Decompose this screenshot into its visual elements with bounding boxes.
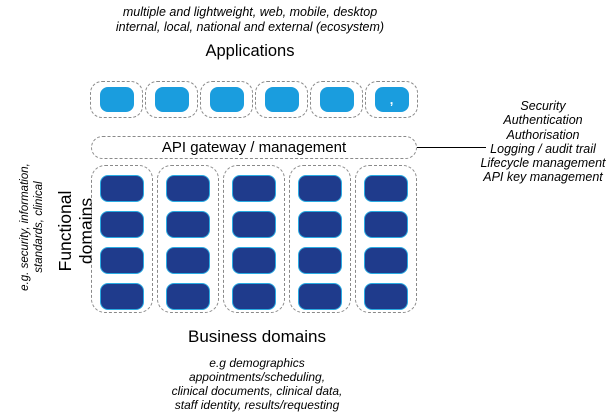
applications-note: multiple and lightweight, web, mobile, d… bbox=[0, 5, 500, 35]
application-box bbox=[209, 87, 244, 112]
application-box bbox=[99, 87, 134, 112]
application-box-more: , bbox=[374, 87, 409, 112]
business-domain-box bbox=[364, 211, 408, 238]
functional-domain-column bbox=[223, 165, 285, 313]
application-box bbox=[319, 87, 354, 112]
application-slot bbox=[90, 81, 143, 118]
business-domains-example: clinical documents, clinical data, bbox=[171, 384, 343, 398]
api-gateway-box: API gateway / management bbox=[91, 136, 417, 159]
business-domain-box bbox=[298, 283, 342, 310]
gateway-features-list: Security Authentication Authorisation Lo… bbox=[455, 99, 611, 185]
business-domain-box bbox=[298, 247, 342, 274]
business-domain-box bbox=[232, 247, 276, 274]
gateway-feature: Lifecycle management bbox=[480, 156, 606, 171]
business-domain-box bbox=[232, 283, 276, 310]
application-slot bbox=[145, 81, 198, 118]
gateway-feature: Logging / audit trail bbox=[490, 141, 596, 156]
gateway-feature: Authentication bbox=[503, 113, 583, 128]
gateway-callout-line bbox=[417, 147, 486, 148]
functional-domains-examples-line2: standards, clinical bbox=[33, 181, 45, 273]
functional-domain-column bbox=[355, 165, 417, 313]
functional-domains-label: Functional domains bbox=[55, 190, 96, 272]
functional-domains-examples: e.g. security, information, standards, c… bbox=[18, 162, 48, 292]
api-gateway-label: API gateway / management bbox=[161, 139, 347, 156]
gateway-feature: Security bbox=[520, 99, 566, 113]
functional-domain-column bbox=[157, 165, 219, 313]
business-domain-box bbox=[364, 247, 408, 274]
business-domains-example: e.g demographics bbox=[209, 356, 305, 370]
application-slot bbox=[310, 81, 363, 118]
business-domain-box bbox=[166, 175, 210, 202]
gateway-feature: Authorisation bbox=[506, 127, 580, 142]
business-domain-box bbox=[232, 211, 276, 238]
business-domain-box bbox=[100, 247, 144, 274]
application-box bbox=[264, 87, 299, 112]
business-domains-example: staff identity, results/requesting bbox=[174, 398, 340, 412]
application-slot: , bbox=[365, 81, 418, 118]
business-domains-example: appointments/scheduling, bbox=[188, 370, 326, 384]
business-domain-box bbox=[100, 283, 144, 310]
functional-domain-column bbox=[91, 165, 153, 313]
gateway-feature: API key management bbox=[483, 170, 603, 185]
applications-note-line2: internal, local, national and external (… bbox=[115, 20, 385, 34]
business-domain-box bbox=[166, 247, 210, 274]
business-domain-box bbox=[100, 175, 144, 202]
application-slot bbox=[200, 81, 253, 118]
business-domains-grid bbox=[91, 165, 417, 313]
applications-row: , bbox=[90, 81, 418, 118]
business-domain-box bbox=[364, 175, 408, 202]
business-domain-box bbox=[166, 283, 210, 310]
application-slot bbox=[255, 81, 308, 118]
applications-note-line1: multiple and lightweight, web, mobile, d… bbox=[122, 5, 378, 19]
business-domains-examples: e.g demographics appointments/scheduling… bbox=[0, 356, 514, 412]
application-box bbox=[154, 87, 189, 112]
business-domains-title: Business domains bbox=[188, 327, 326, 346]
business-domain-box bbox=[100, 211, 144, 238]
business-domain-box bbox=[298, 175, 342, 202]
functional-domains-examples-line1: e.g. security, information, bbox=[19, 163, 31, 291]
business-domain-box bbox=[232, 175, 276, 202]
applications-title: Applications bbox=[205, 42, 295, 60]
business-domain-box bbox=[298, 211, 342, 238]
application-ellipsis-label: , bbox=[389, 92, 394, 107]
functional-domain-column bbox=[289, 165, 351, 313]
business-domain-box bbox=[166, 211, 210, 238]
business-domain-box bbox=[364, 283, 408, 310]
